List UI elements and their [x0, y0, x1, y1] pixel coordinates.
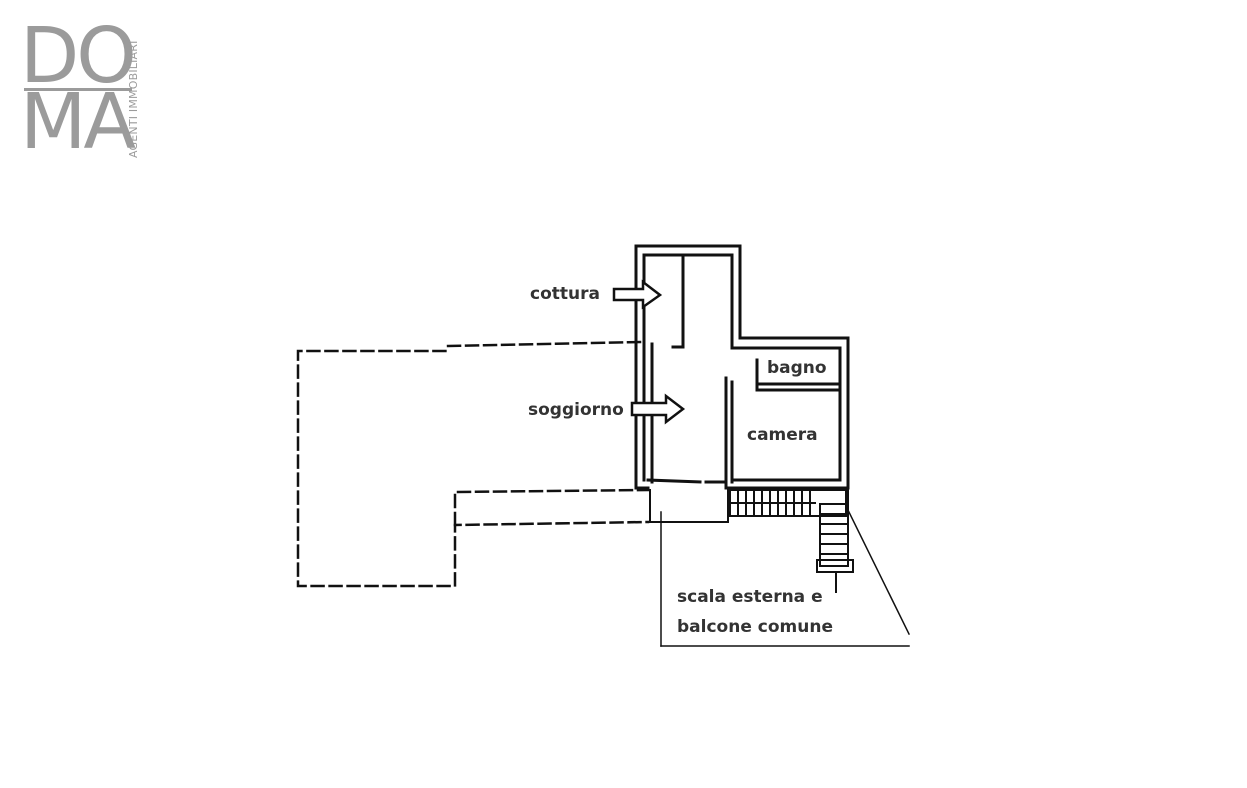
entry-landing — [649, 489, 729, 523]
logo-text-ma: MA — [20, 78, 136, 167]
callout-lines — [660, 504, 911, 647]
logo-text-do: DO — [20, 12, 137, 101]
apartment-walls — [634, 244, 850, 490]
label-note-line2: balcone comune — [677, 617, 833, 637]
label-soggiorno: soggiorno — [528, 400, 624, 420]
logo-divider — [24, 88, 132, 91]
terrace-outline — [296, 340, 650, 588]
label-bagno: bagno — [767, 358, 827, 378]
label-note-line1: scala esterna e — [677, 587, 823, 607]
arrow-soggiorno — [630, 393, 686, 425]
label-camera: camera — [747, 425, 818, 445]
arrow-cottura — [612, 279, 663, 310]
doma-logo: DO MA AGENTI IMMOBILIARI — [20, 18, 160, 163]
label-cottura: cottura — [530, 284, 600, 304]
external-stairs — [729, 487, 854, 593]
